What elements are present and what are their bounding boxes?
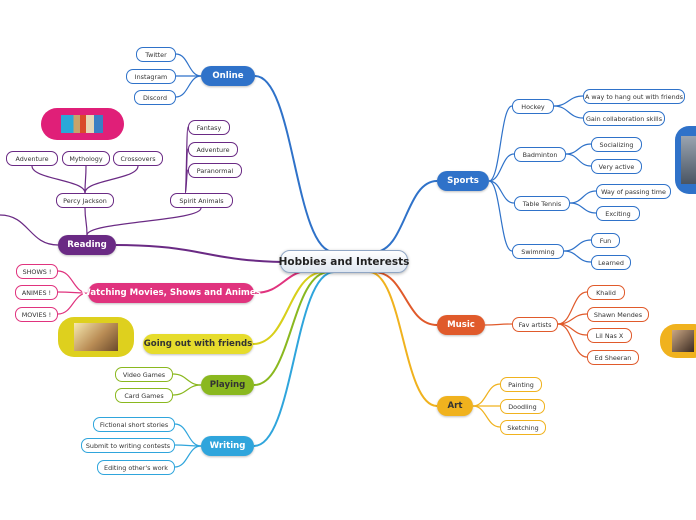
central-topic[interactable]: Hobbies and Interests [279,250,409,273]
spirit-item-fantasy[interactable]: Fantasy [188,120,230,135]
link-music-fav [484,323,513,326]
link-swimming-leaf [563,239,592,252]
sports-swimming[interactable]: Swimming [512,244,564,259]
tabletennis-item-exciting[interactable]: Exciting [596,206,640,221]
spirit-item-adventure[interactable]: Adventure [188,142,238,157]
link-sports [373,180,438,253]
topic-online[interactable]: Online [201,66,255,86]
link-swimming-leaf [563,250,592,263]
art-item-sketching[interactable]: Sketching [500,420,546,435]
reading-books-image [41,108,124,140]
music-fav-artists[interactable]: Fav artists [512,317,558,332]
topic-going-out-with-friends[interactable]: Going out with friends [143,334,253,354]
link-online [254,75,335,253]
link-reading [115,244,295,263]
link-hockey-leaf [553,95,584,107]
reading-spirit-animals[interactable]: Spirit Animals [170,193,233,208]
link-artist-leaf [557,323,588,358]
artist-shawn-mendes[interactable]: Shawn Mendes [587,307,649,322]
topic-music[interactable]: Music [437,315,485,335]
link-playing [253,271,330,386]
link-percy-leaf [84,165,139,194]
topic-sports[interactable]: Sports [437,171,489,191]
movies-item-movies[interactable]: MOVIES ! [15,307,58,322]
swimming-item-fun[interactable]: Fun [591,233,620,248]
link-writing-leaf [174,445,202,468]
link-badminton-leaf [565,153,592,167]
topic-reading[interactable]: Reading [58,235,116,255]
link-art-leaf [472,405,501,428]
link-writing [253,271,335,447]
online-item-instagram[interactable]: Instagram [126,69,176,84]
sports-image [675,126,696,194]
spirit-item-paranormal[interactable]: Paranormal [188,163,242,178]
link-badminton-leaf [565,143,592,155]
swimming-item-learned[interactable]: Learned [591,255,631,270]
sports-picture [681,136,696,184]
link-playing-leaf [172,384,202,396]
link-writing-leaf [174,423,202,447]
writing-item-contests[interactable]: Submit to writing contests [81,438,175,453]
art-item-painting[interactable]: Painting [500,377,542,392]
link-tabletennis-leaf [569,190,597,204]
hockey-item-collaboration[interactable]: Gain collaboration skills [583,111,665,126]
percy-item-mythology[interactable]: Mythology [62,151,110,166]
link-spirit-leaf [184,169,189,194]
playing-item-card-games[interactable]: Card Games [115,388,173,403]
artist-ed-sheeran[interactable]: Ed Sheeran [587,350,639,365]
tabletennis-item-passing-time[interactable]: Way of passing time [596,184,671,199]
music-image [660,324,696,358]
link-sports-sub [488,153,515,182]
percy-item-crossovers[interactable]: Crossovers [113,151,163,166]
topic-writing[interactable]: Writing [201,436,254,456]
link-sports-sub [488,105,513,182]
movies-item-shows[interactable]: SHOWS ! [16,264,58,279]
playing-item-video-games[interactable]: Video Games [115,367,173,382]
online-item-twitter[interactable]: Twitter [136,47,176,62]
writing-item-short-stories[interactable]: Fictional short stories [93,417,175,432]
link-percy-leaf [31,165,86,194]
link-playing-leaf [172,373,202,386]
reading-percy-jackson[interactable]: Percy Jackson [56,193,114,208]
friends-picture [74,323,118,351]
link-movies-leaf [57,270,89,294]
link-reading-percy [84,207,88,236]
badminton-item-very-active[interactable]: Very active [591,159,642,174]
topic-watching-movies[interactable]: Watching Movies, Shows and Animes [81,283,261,303]
online-item-discord[interactable]: Discord [134,90,176,105]
artist-lil-nas-x[interactable]: Lil Nas X [587,328,632,343]
link-online-leaf [175,75,202,98]
badminton-item-socializing[interactable]: Socializing [591,137,642,152]
link-hockey-leaf [553,105,584,119]
movies-item-animes[interactable]: ANIMES ! [15,285,58,300]
link-reading-spirit [86,207,202,236]
link-art [368,271,438,407]
books-picture [61,115,103,133]
friends-image [58,317,134,357]
link-reading-offscreen [0,214,59,246]
artist-khalid[interactable]: Khalid [587,285,625,300]
topic-art[interactable]: Art [437,396,473,416]
writing-item-editing[interactable]: Editing other's work [97,460,175,475]
link-online-leaf [175,53,202,77]
link-percy-leaf [84,165,87,194]
link-artist-leaf [557,291,588,325]
link-movies-leaf [57,292,89,315]
art-item-doodling[interactable]: Doodling [500,399,545,414]
sports-table-tennis[interactable]: Table Tennis [514,196,570,211]
hockey-item-hang-out[interactable]: A way to hang out with friends [583,89,685,104]
topic-playing[interactable]: Playing [201,375,254,395]
sports-badminton[interactable]: Badminton [514,147,566,162]
link-friends [252,271,325,345]
link-sports-sub [488,180,513,252]
link-tabletennis-leaf [569,202,597,214]
link-sports-sub [488,180,515,204]
percy-item-adventure[interactable]: Adventure [6,151,58,166]
link-art-leaf [472,383,501,407]
music-picture [672,330,694,352]
sports-hockey[interactable]: Hockey [512,99,554,114]
link-music [373,271,438,326]
